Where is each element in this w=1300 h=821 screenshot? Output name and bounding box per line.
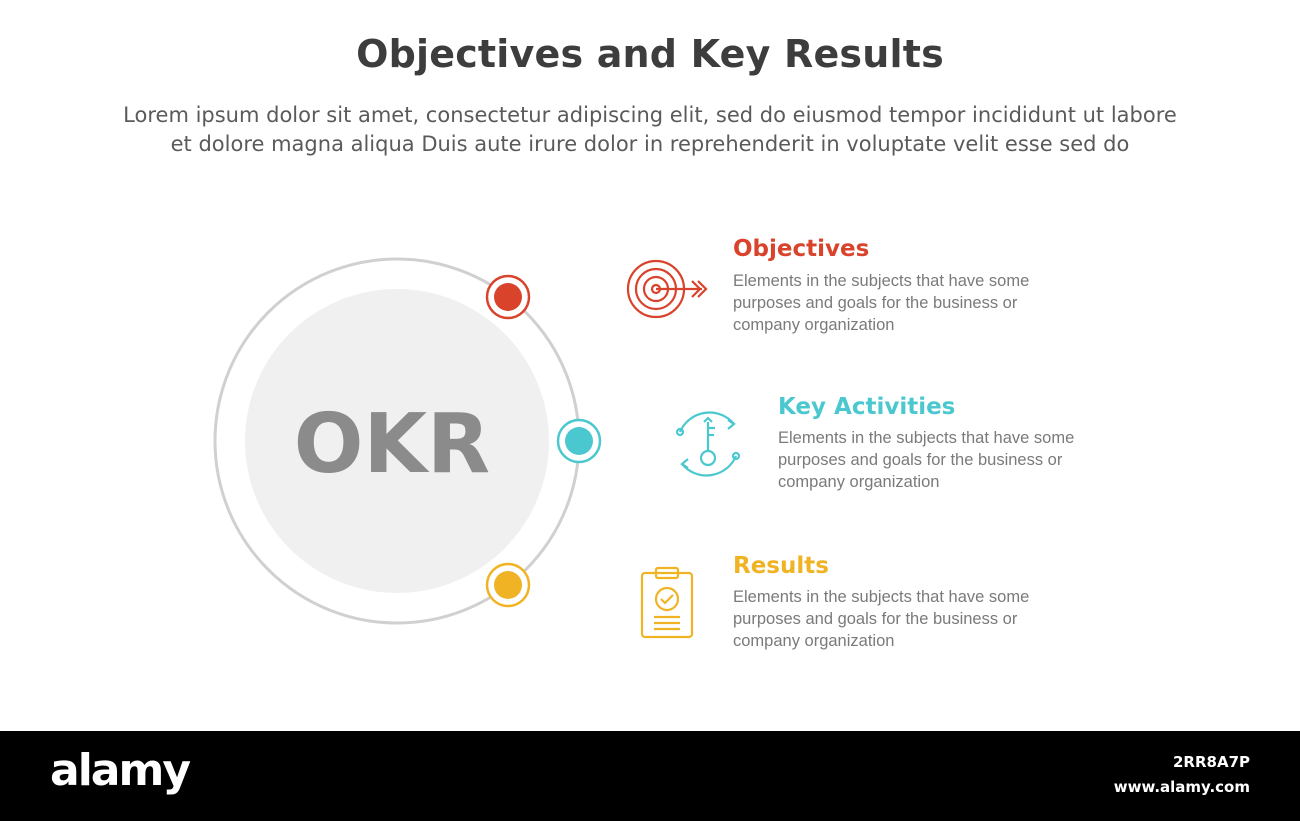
target-arrow-icon	[626, 259, 712, 325]
subtitle-line-1: Lorem ipsum dolor sit amet, consectetur …	[123, 103, 1177, 127]
brand-logo: alamy	[50, 745, 191, 796]
subtitle-line-2: et dolore magna aliqua Duis aute irure d…	[170, 132, 1130, 156]
page-title: Objectives and Key Results	[356, 32, 944, 76]
results-desc-line-3: company organization	[733, 632, 895, 650]
objectives-desc-line-3: company organization	[733, 316, 895, 334]
results-node	[485, 562, 531, 608]
image-id: 2RR8A7P	[1172, 753, 1250, 771]
results-desc-line-2: purposes and goals for the business or	[733, 610, 1018, 628]
key-cycle-icon	[670, 408, 746, 484]
objectives-description: Elements in the subjects that have some …	[733, 270, 1063, 336]
objectives-desc-line-2: purposes and goals for the business or	[733, 294, 1018, 312]
objectives-node	[485, 274, 531, 320]
key-activities-desc-line-1: Elements in the subjects that have some	[778, 429, 1075, 447]
inner-disc	[245, 289, 549, 593]
page-subtitle: Lorem ipsum dolor sit amet, consectetur …	[60, 101, 1240, 159]
objectives-title: Objectives	[733, 236, 870, 262]
results-description: Elements in the subjects that have some …	[733, 586, 1063, 652]
watermark-footer: alamy 2RR8A7P www.alamy.com	[0, 731, 1300, 821]
key-activities-desc-line-3: company organization	[778, 473, 940, 491]
site-url: www.alamy.com	[1113, 778, 1250, 796]
key-activities-desc-line-2: purposes and goals for the business or	[778, 451, 1063, 469]
results-desc-line-1: Elements in the subjects that have some	[733, 588, 1030, 606]
clipboard-check-icon	[638, 565, 696, 643]
results-title: Results	[733, 553, 829, 579]
key-activities-node	[556, 418, 602, 464]
okr-label: OKR	[294, 397, 490, 492]
okr-circle-diagram: OKR	[213, 257, 602, 625]
key-activities-description: Elements in the subjects that have some …	[778, 427, 1108, 493]
objectives-desc-line-1: Elements in the subjects that have some	[733, 272, 1030, 290]
key-activities-title: Key Activities	[778, 394, 956, 420]
